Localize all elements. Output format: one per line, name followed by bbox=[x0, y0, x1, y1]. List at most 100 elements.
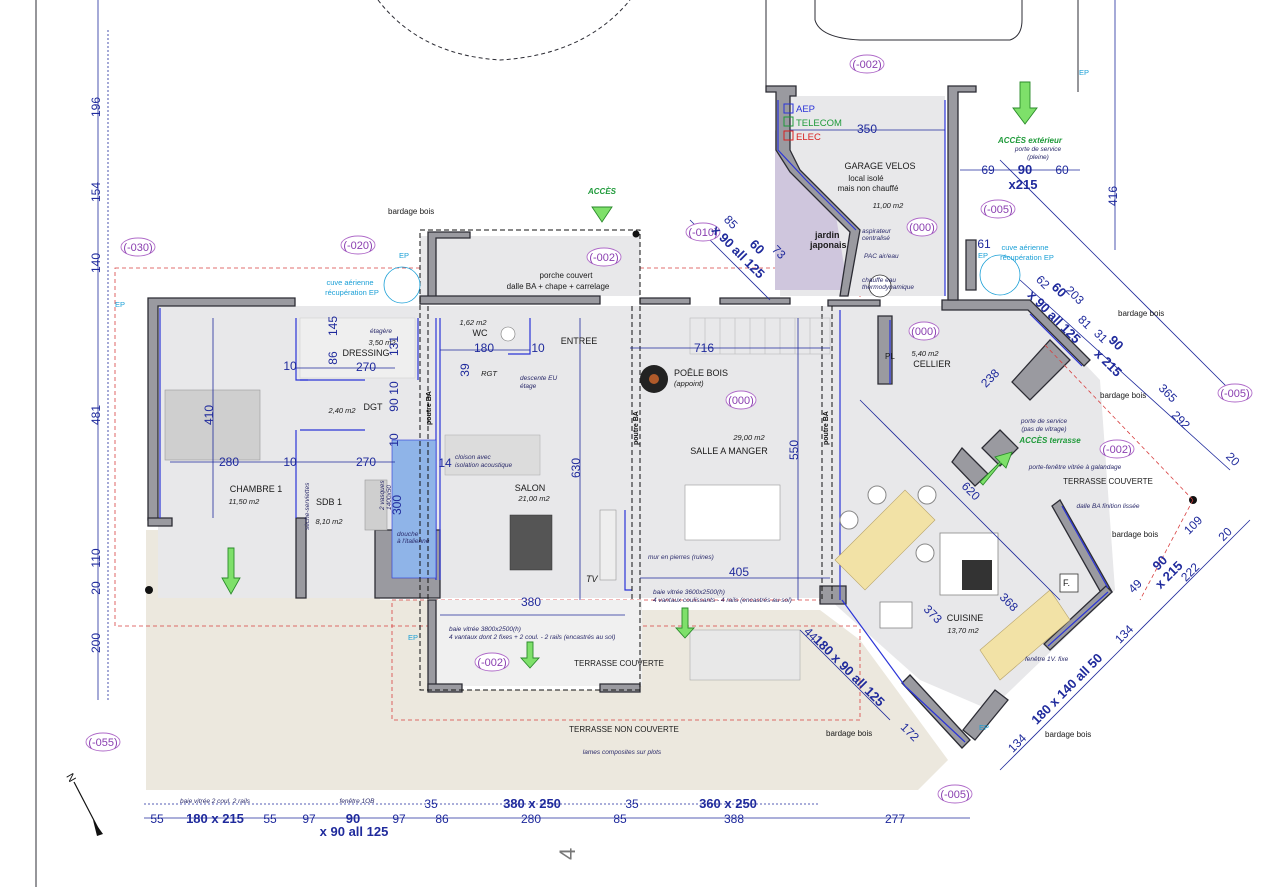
salle-exit-arrow-icon bbox=[674, 607, 696, 639]
douche-line1: douche bbox=[397, 531, 419, 538]
cloison-line2: isolation acoustique bbox=[455, 462, 512, 469]
douche-italienne bbox=[391, 439, 437, 579]
vasques-line1: 2 vasques bbox=[379, 480, 386, 511]
poele-line2: (appoint) bbox=[674, 379, 704, 388]
room-rgt-name: RGT bbox=[481, 369, 498, 378]
terrasse-couverte-2: TERRASSE COUVERTE bbox=[574, 659, 664, 668]
cuve-1-line2: récupération EP bbox=[325, 288, 379, 297]
ep-label: EP bbox=[399, 251, 409, 260]
dim-bottom: 97 bbox=[392, 812, 406, 826]
dimension-lines bbox=[97, 0, 1251, 819]
tree-canopy bbox=[377, 0, 631, 61]
room-labels: CHAMBRE 1 11,50 m2 DRESSING 3,50 m2 DGT … bbox=[229, 161, 984, 635]
svg-text:90: 90 bbox=[1018, 162, 1032, 177]
dim-bottom: 85 bbox=[613, 812, 627, 826]
poutre-ba-label: poutre BA bbox=[633, 411, 640, 445]
terrasse-edge-2 bbox=[1139, 499, 1194, 601]
svg-text:716: 716 bbox=[694, 341, 714, 355]
level-tag: (000) bbox=[911, 326, 937, 338]
dim-bottom: 86 bbox=[435, 812, 449, 826]
pac-label: PAC air/eau bbox=[864, 253, 899, 260]
bottom-dimensions: 55 180 x 215 55 97 90 97 86 35 380 x 250… bbox=[150, 796, 905, 839]
dim-left: 140 bbox=[89, 253, 103, 273]
level-tag: (000) bbox=[728, 395, 754, 407]
baie-salle-line1: baie vitrée 3600x2500(h) bbox=[653, 589, 725, 596]
cuve-1-line1: cuve aérienne bbox=[326, 278, 373, 287]
bardage-label: bardage bois bbox=[826, 729, 872, 738]
room-garage-name: GARAGE VELOS bbox=[844, 161, 915, 171]
svg-text:630: 630 bbox=[569, 458, 583, 478]
dalle-lissee: dalle BA finition lissée bbox=[1077, 503, 1140, 510]
svg-text:69: 69 bbox=[981, 163, 995, 177]
dim-left: 110 bbox=[89, 548, 103, 567]
porche-line1: porche couvert bbox=[540, 271, 594, 280]
douche-line2: à l'italienne bbox=[397, 538, 430, 545]
level-tag: (-002) bbox=[477, 657, 506, 669]
room-dgt-area: 2,40 m2 bbox=[327, 406, 356, 415]
dim-left: 154 bbox=[89, 182, 103, 202]
room-garage-line3: mais non chauffé bbox=[838, 184, 899, 193]
mur-pierres-label: mur en pierres (ruines) bbox=[648, 554, 714, 561]
dim-bottom: 35 bbox=[625, 797, 639, 811]
svg-text:49: 49 bbox=[1125, 576, 1145, 596]
north-label: N bbox=[63, 772, 77, 785]
svg-text:350: 350 bbox=[857, 122, 877, 136]
dim-bottom: 388 bbox=[724, 812, 744, 826]
jardin-line2: japonais bbox=[809, 240, 847, 250]
level-tag: (-002) bbox=[589, 252, 618, 264]
exterior-walls bbox=[147, 85, 1113, 749]
room-salon-name: SALON bbox=[515, 483, 546, 493]
fenetre-fixe-label: fenêtre 1V. fixe bbox=[1025, 656, 1069, 663]
baie-chambre-label: baie vitrée 2 coul. 2 rails bbox=[180, 798, 251, 805]
acces-terrasse-label: ACCÈS terrasse bbox=[1018, 436, 1081, 445]
chauffe-line2: thermodynamique bbox=[862, 284, 914, 291]
dim-bottom: 55 bbox=[263, 812, 277, 826]
ep-label: EP bbox=[408, 633, 418, 642]
dim-bottom: 180 x 215 bbox=[186, 811, 244, 826]
svg-text:60: 60 bbox=[1055, 163, 1069, 177]
acces-label: ACCÈS bbox=[587, 187, 617, 196]
aspirateur-line1: aspirateur bbox=[862, 228, 892, 235]
room-cuisine-name: CUISINE bbox=[947, 613, 984, 623]
svg-text:14: 14 bbox=[438, 456, 452, 470]
level-tag: (-010) bbox=[688, 227, 717, 239]
acces-ext-arrow-icon bbox=[1012, 81, 1038, 125]
ep-label: EP bbox=[978, 251, 988, 260]
room-chambre-name: CHAMBRE 1 bbox=[230, 484, 283, 494]
svg-text:292: 292 bbox=[1169, 408, 1193, 432]
dim-left: 196 bbox=[89, 97, 103, 117]
svg-text:280: 280 bbox=[219, 455, 239, 469]
dim-bottom: 280 bbox=[521, 812, 541, 826]
telecom-label: TELECOM bbox=[796, 118, 842, 129]
level-markers[interactable]: (-030) (-020) (-002) (-010) (-002) (-005… bbox=[85, 54, 1253, 804]
annotations: porche couvert dalle BA + chape + carrel… bbox=[115, 68, 1164, 805]
level-tag: (-020) bbox=[343, 240, 372, 252]
vasques-line2: 1400x50 bbox=[386, 485, 393, 510]
svg-text:61: 61 bbox=[977, 237, 991, 251]
svg-text:134: 134 bbox=[1005, 731, 1029, 755]
svg-text:10: 10 bbox=[531, 341, 545, 355]
post-dot bbox=[632, 230, 640, 238]
room-cuisine-area: 13,70 m2 bbox=[947, 626, 979, 635]
poutre-ba-label: poutre BA bbox=[823, 411, 830, 445]
dim-bottom: 360 x 250 bbox=[699, 796, 757, 811]
room-chambre-area: 11,50 m2 bbox=[229, 497, 261, 506]
salon-exit-arrow-icon bbox=[519, 641, 541, 669]
room-dressing-area: 3,50 m2 bbox=[368, 338, 396, 347]
room-sdb-area: 8,10 m2 bbox=[315, 517, 343, 526]
acces-ext-note1: porte de service bbox=[1014, 146, 1062, 153]
terrasse-non-couverte-label: TERRASSE NON COUVERTE bbox=[569, 725, 679, 734]
jardin-line1: jardin bbox=[814, 230, 840, 240]
room-sdb-name: SDB 1 bbox=[316, 497, 342, 507]
ep-label: EP bbox=[115, 300, 125, 309]
svg-text:410: 410 bbox=[202, 405, 216, 425]
baie-salle-line2: 4 vantaux coulissants - 4 rails (encastr… bbox=[653, 597, 792, 604]
svg-text:300: 300 bbox=[390, 495, 404, 515]
poutres-ba bbox=[419, 229, 833, 691]
cuve-2-line2: récupération EP bbox=[1000, 253, 1054, 262]
poele-line1: POÊLE BOIS bbox=[674, 368, 728, 378]
seche-serviettes-label: sèche-serviettes bbox=[304, 482, 311, 530]
descente-line1: descente EU bbox=[520, 375, 558, 382]
dim-left: 20 bbox=[89, 581, 103, 595]
room-garage-line2: local isolé bbox=[848, 174, 884, 183]
